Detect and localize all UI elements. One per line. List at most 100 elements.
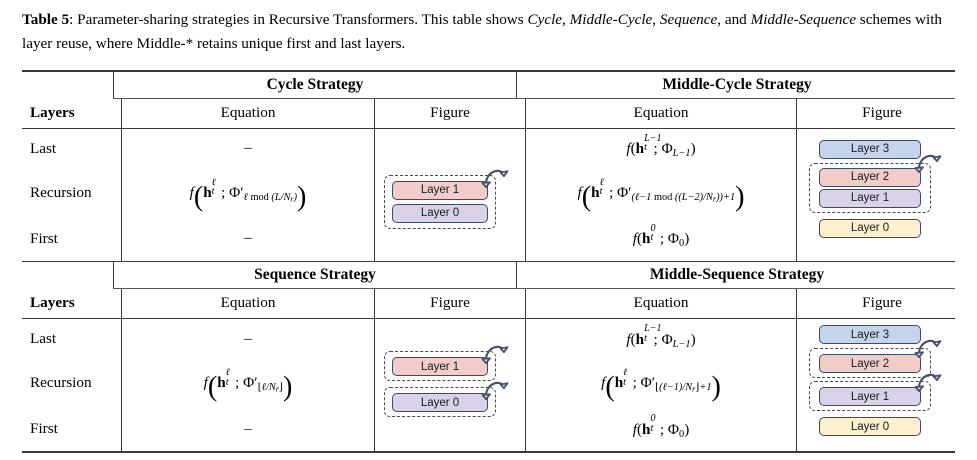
- layer-box-layer-1: Layer 1: [392, 180, 488, 200]
- strategy-row-2-spacer: [22, 262, 113, 289]
- row-label-header-1: Layers: [30, 104, 75, 122]
- figure-cell-cycle-last: [374, 128, 525, 169]
- table-section-sequence: Sequence Strategy Middle-Sequence Strate…: [22, 261, 955, 452]
- equation-dash: –: [244, 140, 252, 157]
- row-label-header-2: Layers: [30, 294, 75, 312]
- figure-cell-sequence-first: [374, 407, 525, 452]
- table-top-rule: [22, 70, 955, 72]
- figure-cell-middle-cycle-first: [796, 216, 967, 261]
- equation-dash: –: [244, 420, 252, 437]
- row-label-first-2: First: [30, 420, 58, 438]
- figure-cell-middle-cycle-last: [796, 128, 967, 169]
- row-label-recursion-2: Recursion: [30, 374, 92, 392]
- recursion-group-box-lower: [384, 387, 496, 418]
- layer-box-layer-0: Layer 0: [392, 203, 488, 223]
- figure-cell-middle-sequence-last: [796, 319, 967, 360]
- caption-em-sequence: Sequence: [659, 11, 718, 28]
- parameter-sharing-table: Cycle Strategy Middle-Cycle Strategy Lay…: [22, 70, 955, 453]
- recursion-group-box-upper: [809, 348, 931, 379]
- caption-em-cycle: Cycle: [527, 11, 563, 28]
- strategy-underline-left-1: [113, 97, 515, 99]
- header-figure-sequence: Figure: [374, 288, 525, 318]
- equation-cycle-first: –: [121, 216, 374, 261]
- figure-cell-sequence-last: [374, 319, 525, 360]
- figure-middle-cycle-strategy: Layer 3 Layer 2 Layer 1 Layer 0: [785, 129, 955, 261]
- figure-cell-middle-sequence-recursion: [796, 359, 967, 408]
- layer-box-layer-1: Layer 1: [819, 387, 921, 407]
- table-section-divider: [22, 260, 955, 262]
- header-equation-middle-sequence: Equation: [525, 288, 796, 318]
- caption-text-2: ,: [562, 11, 570, 28]
- header-figure-cycle: Figure: [374, 98, 525, 128]
- caption-label: Table 5: [22, 11, 70, 28]
- recursion-group-box: [809, 162, 931, 213]
- caption-em-middle-cycle: Middle-Cycle: [569, 11, 653, 28]
- caption-text-4: , and: [717, 11, 751, 28]
- figure-cell-cycle-recursion: [374, 168, 525, 217]
- strategy-row-1-spacer: [22, 72, 113, 99]
- layer-box-layer-1: Layer 1: [819, 188, 921, 208]
- column-header-row-1: Layers Equation Figure Equation Figure: [22, 98, 955, 128]
- table-rule-under-header-2: [22, 317, 955, 320]
- recursion-loop-arrow-upper: [913, 333, 943, 361]
- layer-box-layer-1: Layer 1: [392, 357, 488, 377]
- recursion-group-box: [384, 174, 496, 229]
- header-equation-middle-cycle: Equation: [525, 98, 796, 128]
- recursion-loop-arrow-lower: [913, 367, 943, 395]
- layer-box-layer-0: Layer 0: [819, 417, 921, 437]
- table-section-cycle: Cycle Strategy Middle-Cycle Strategy Lay…: [22, 71, 957, 261]
- strategy-title-cycle: Cycle Strategy: [113, 71, 516, 99]
- strategy-underline-left-2: [113, 287, 515, 290]
- figure-cycle-strategy: Layer 1 Layer 0: [365, 129, 515, 261]
- figure-cell-cycle-first: [374, 216, 525, 261]
- layer-box-layer-3: Layer 3: [819, 325, 921, 345]
- row-label-recursion-1: Recursion: [30, 183, 92, 201]
- caption-em-middle-sequence: Middle-Sequence: [750, 11, 856, 28]
- strategy-title-row-2: Sequence Strategy Middle-Sequence Strate…: [22, 261, 955, 289]
- row-label-last-2: Last: [30, 330, 57, 348]
- table-bottom-rule: [22, 451, 955, 453]
- layer-box-layer-0: Layer 0: [819, 218, 921, 238]
- equation-sequence-last: –: [121, 319, 374, 360]
- header-figure-middle-sequence: Figure: [796, 288, 967, 318]
- recursion-loop-arrow: [480, 163, 510, 191]
- equation-cycle-last: –: [121, 128, 374, 169]
- header-equation-cycle: Equation: [121, 98, 374, 128]
- strategy-title-middle-cycle: Middle-Cycle Strategy: [516, 71, 957, 99]
- layer-box-layer-2: Layer 2: [819, 167, 921, 187]
- recursion-group-box-upper: [384, 351, 496, 382]
- header-equation-sequence: Equation: [121, 288, 374, 318]
- header-figure-middle-cycle: Figure: [796, 98, 967, 128]
- layer-box-layer-0: Layer 0: [392, 393, 488, 413]
- figure-sequence-strategy: Layer 1 Layer 0: [365, 319, 515, 451]
- layer-box-layer-3: Layer 3: [819, 139, 921, 159]
- recursion-loop-arrow: [913, 148, 943, 176]
- strategy-underline-right-1: [515, 97, 955, 99]
- layer-box-layer-2: Layer 2: [819, 354, 921, 374]
- row-label-last-1: Last: [30, 139, 57, 157]
- figure-cell-middle-cycle-recursion: [796, 168, 967, 217]
- table-caption: Table 5: Parameter-sharing strategies in…: [22, 8, 957, 55]
- caption-text-3: ,: [652, 11, 660, 28]
- recursion-loop-arrow-upper: [480, 339, 510, 367]
